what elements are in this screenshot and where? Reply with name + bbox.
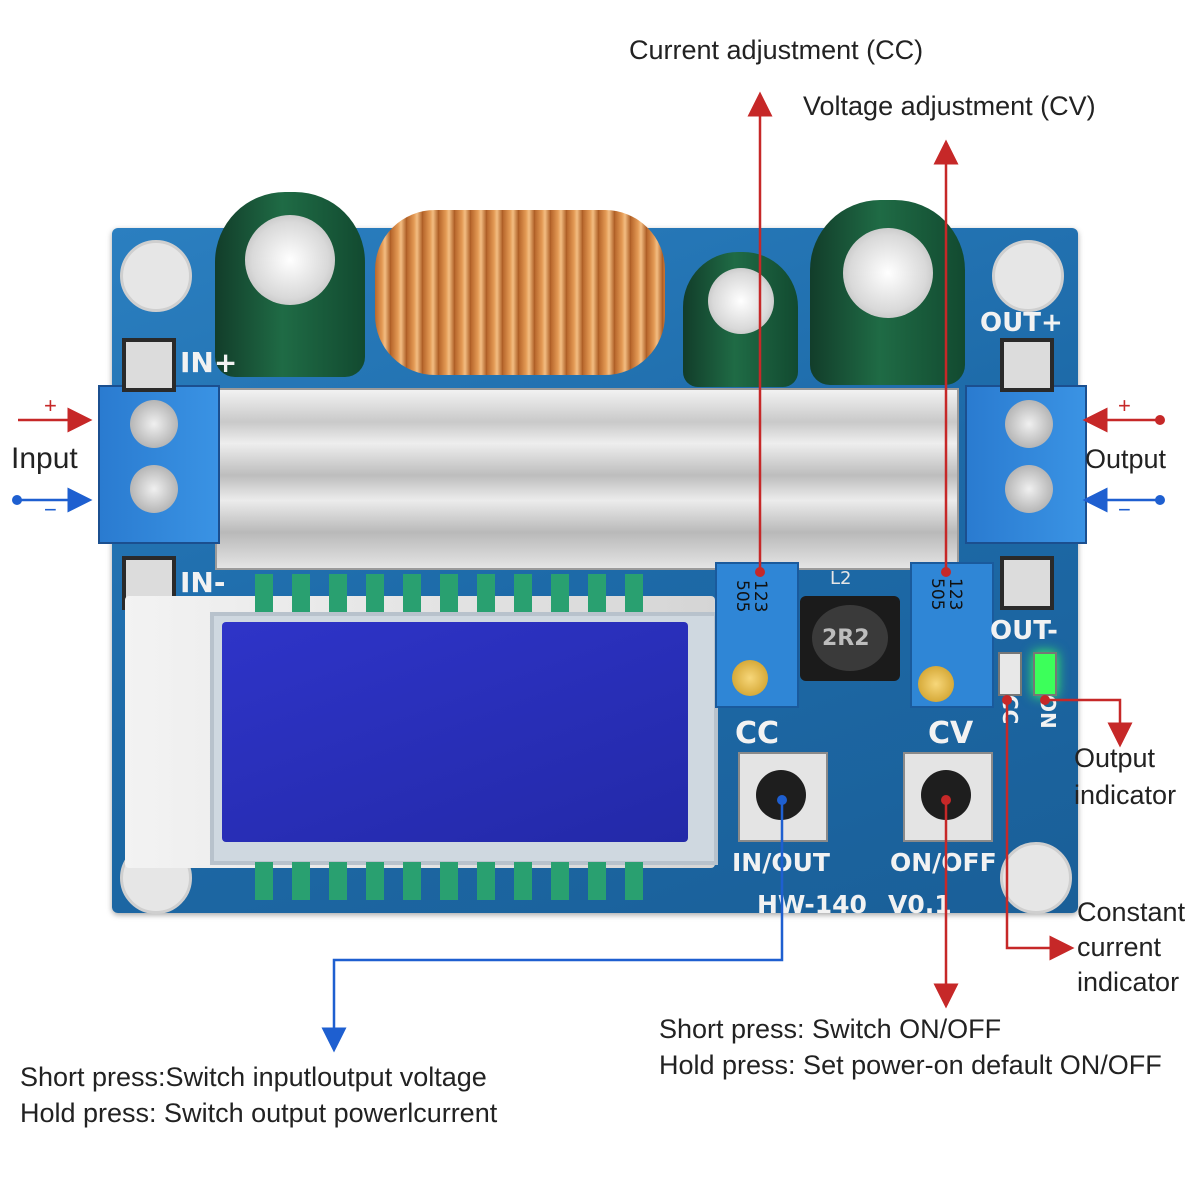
pot-screw <box>918 666 954 702</box>
capacitor-top <box>245 215 335 305</box>
silk-l2: L2 <box>830 568 852 589</box>
in-out-hold-press: Hold press: Switch output powerlcurrent <box>20 1098 498 1128</box>
silk-model: HW-140 <box>757 890 867 919</box>
output-minus-sign: − <box>1118 497 1131 522</box>
mounting-hole <box>1000 842 1072 914</box>
square-pad <box>1000 556 1054 610</box>
output-indicator-leader <box>1045 698 1133 748</box>
lcd-pins-bottom <box>255 862 655 900</box>
cc-led <box>998 652 1022 696</box>
current-adjustment-label: Current adjustment (CC) <box>629 35 924 65</box>
terminal-screw <box>1005 465 1053 513</box>
square-pad <box>1000 338 1054 392</box>
silk-out-minus: OUT- <box>990 616 1058 646</box>
in-out-short-press: Short press:Switch inputloutput voltage <box>20 1062 487 1092</box>
terminal-screw <box>1005 400 1053 448</box>
on-off-short-press: Short press: Switch ON/OFF <box>659 1014 1002 1044</box>
silk-on-off: ON/OFF <box>890 848 997 877</box>
silk-in-minus: IN- <box>180 566 226 599</box>
heatsink <box>215 388 959 570</box>
silk-cc: CC <box>735 716 780 751</box>
output-indicator-label-2: indicator <box>1074 780 1177 810</box>
output-label: Output <box>1085 444 1167 474</box>
on-off-hold-press: Hold press: Set power-on default ON/OFF <box>659 1050 1162 1080</box>
terminal-screw <box>130 465 178 513</box>
silk-cv: CV <box>928 716 974 751</box>
mounting-hole <box>992 240 1064 312</box>
silk-in-plus: IN+ <box>180 346 238 379</box>
constant-current-label-2: current <box>1077 932 1162 962</box>
toroid-inductor <box>375 210 665 375</box>
constant-current-label-1: Constant <box>1077 897 1186 927</box>
terminal-screw <box>130 400 178 448</box>
cc-potentiometer[interactable] <box>715 562 799 708</box>
voltage-adjustment-label: Voltage adjustment (CV) <box>803 91 1096 121</box>
square-pad <box>122 338 176 392</box>
capacitor-top <box>708 268 774 334</box>
inductor-value: 2R2 <box>822 626 870 651</box>
pot-screw <box>732 660 768 696</box>
output-indicator-label-1: Output <box>1074 743 1156 773</box>
constant-current-label-3: indicator <box>1077 967 1180 997</box>
lcd-pins-top <box>255 574 655 612</box>
cc-indicator-leader <box>1005 700 1075 961</box>
input-plus-sign: + <box>44 393 57 418</box>
output-plus-sign: + <box>1118 393 1131 418</box>
lcd-display-area <box>222 622 688 842</box>
capacitor-top <box>843 228 933 318</box>
silk-out-plus: OUT+ <box>980 308 1063 338</box>
mounting-hole <box>120 240 192 312</box>
input-minus-sign: − <box>44 497 57 522</box>
input-label: Input <box>11 442 78 475</box>
silk-version: V0.1 <box>888 890 952 919</box>
in-out-leader <box>321 800 784 1053</box>
smd-inductor-core <box>812 605 888 671</box>
